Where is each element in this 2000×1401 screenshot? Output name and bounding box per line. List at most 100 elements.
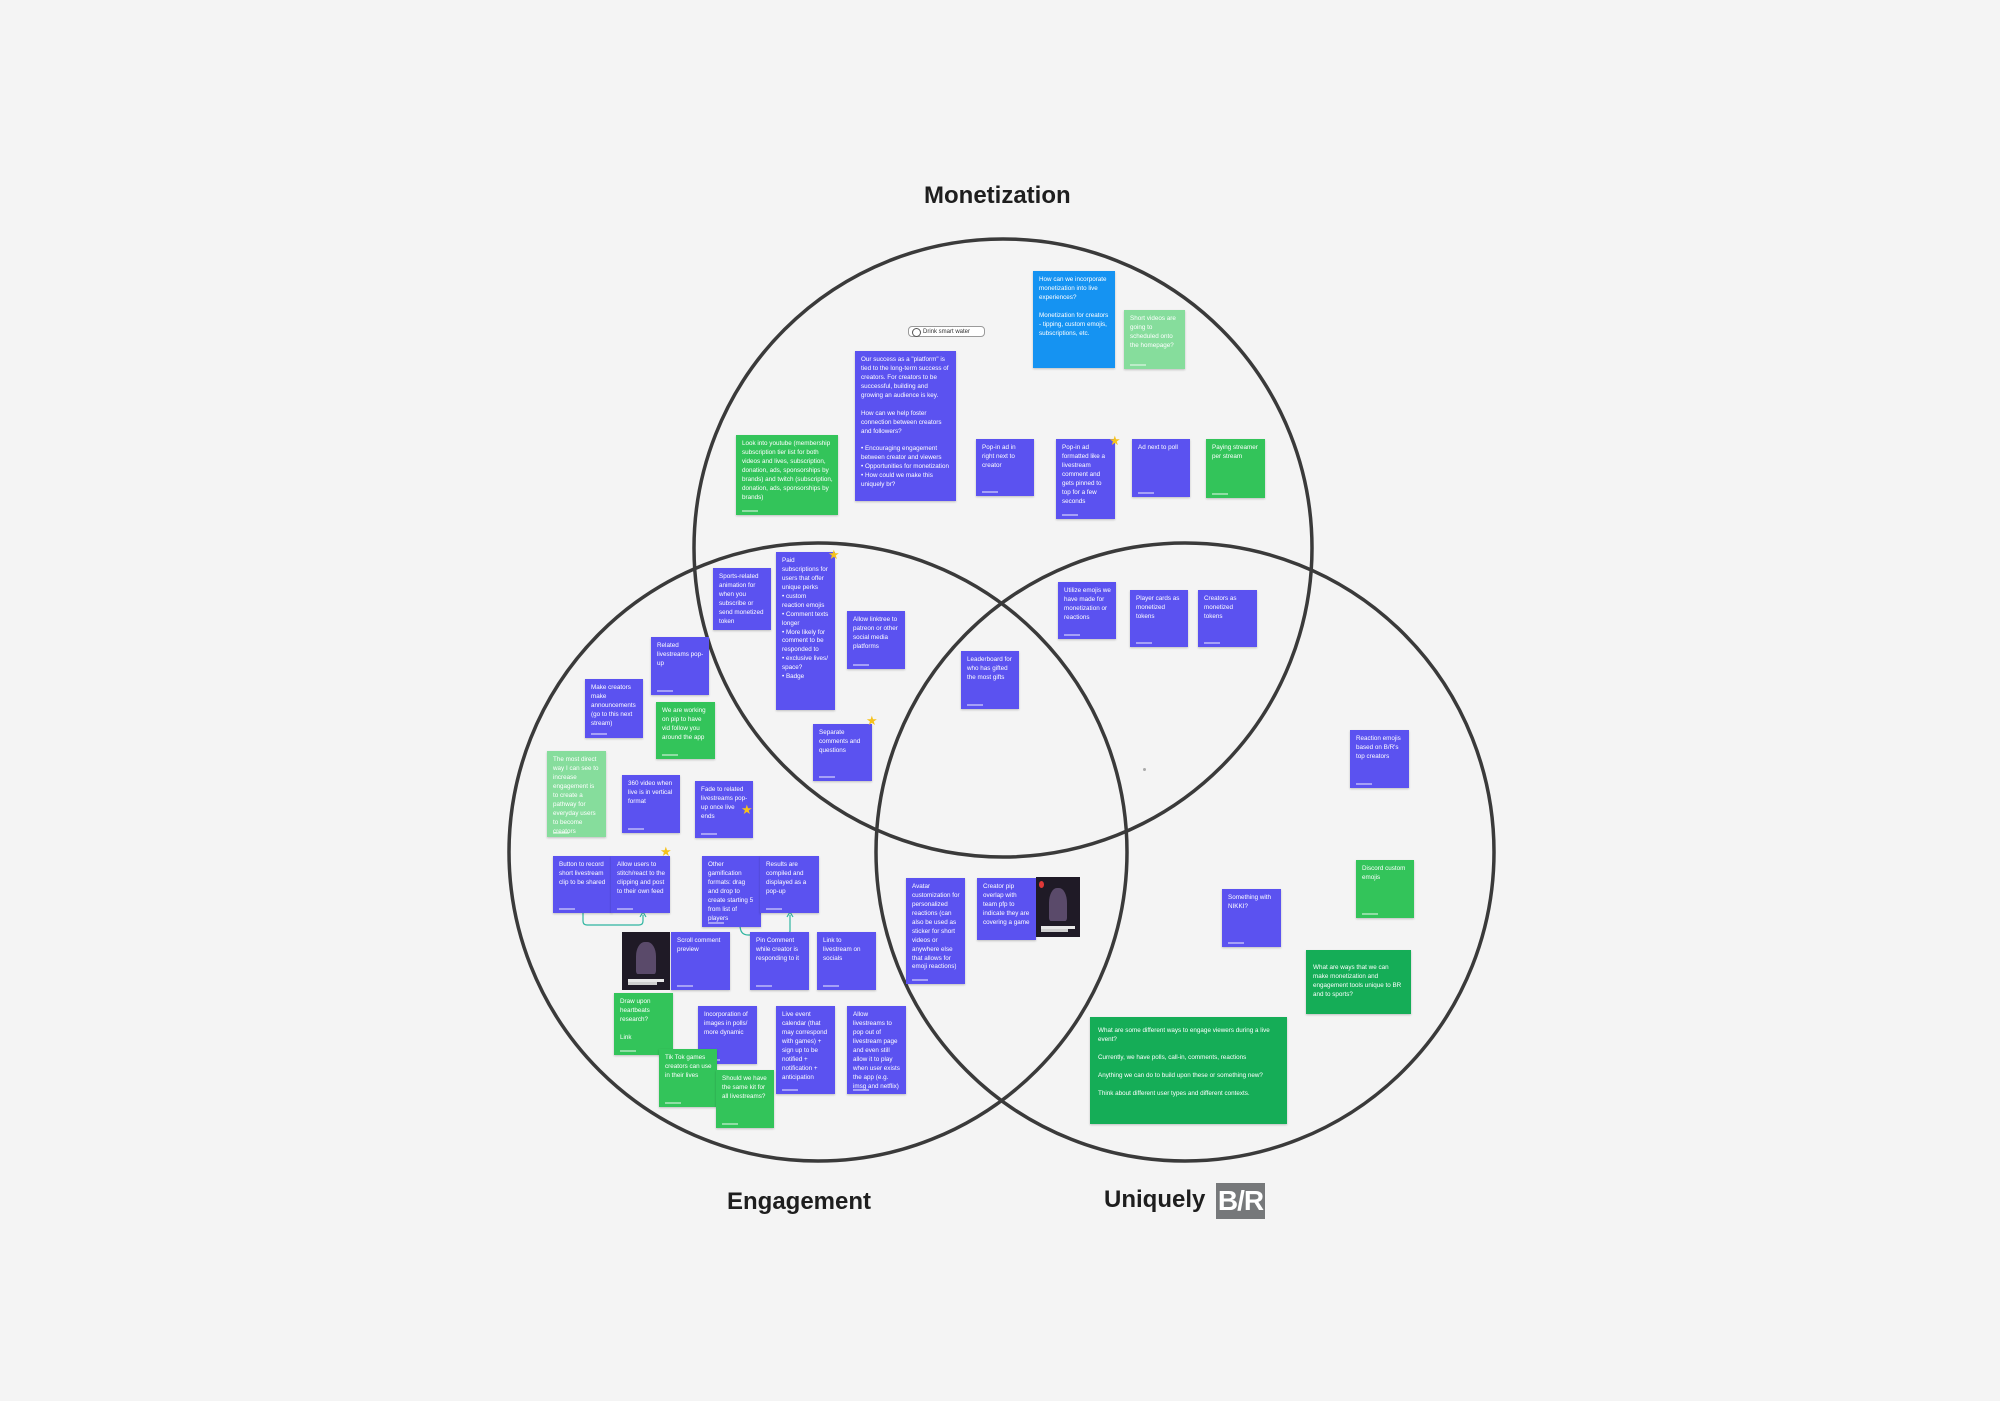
livestream-thumbnail-image[interactable] xyxy=(622,932,670,990)
sticky-note[interactable]: Pop-in ad in right next to creator xyxy=(976,439,1034,496)
sticky-text: Separate comments and questions xyxy=(819,729,861,754)
sticky-text: 360 video when live is in vertical forma… xyxy=(628,780,673,805)
sticky-note[interactable]: Short videos are going to scheduled onto… xyxy=(1124,310,1185,369)
sticky-note[interactable]: Other gamification formats: drag and dro… xyxy=(702,856,761,927)
sticky-note[interactable]: Results are compiled and displayed as a … xyxy=(760,856,819,913)
sticky-note[interactable]: Creators as monetized tokens xyxy=(1198,590,1257,647)
sticky-note[interactable]: Button to record short livestream clip t… xyxy=(553,856,612,913)
sticky-note[interactable]: Utilize emojis we have made for monetiza… xyxy=(1058,582,1116,639)
sticky-note[interactable]: Look into youtube (membership subscripti… xyxy=(736,435,838,515)
sticky-text: Paying streamer per stream xyxy=(1212,444,1258,460)
star-icon: ★ xyxy=(828,547,840,562)
sticky-text: Something with NIKKI? xyxy=(1228,894,1272,910)
sticky-note[interactable]: Allow linktree to patreon or other socia… xyxy=(847,611,905,669)
sticky-text: Short videos are going to scheduled onto… xyxy=(1130,315,1176,349)
uniquely-br-circle xyxy=(874,541,1496,1163)
sticky-note[interactable]: Separate comments and questions xyxy=(813,724,872,781)
sticky-text: Link to livestream on socials xyxy=(823,937,861,962)
sticky-note[interactable]: Paying streamer per stream xyxy=(1206,439,1265,498)
sticky-text: Reaction emojis based on B/R's top creat… xyxy=(1356,735,1401,760)
sticky-text: How can we incorporate monetization into… xyxy=(1039,276,1109,337)
sticky-text: Live event calendar (that may correspond… xyxy=(782,1011,828,1081)
sticky-text: Leaderboard for who has gifted the most … xyxy=(967,656,1012,681)
star-icon: ★ xyxy=(1109,433,1121,448)
sticky-note[interactable]: Should we have the same kit for all live… xyxy=(716,1070,774,1128)
sticky-text: Pin Comment while creator is responding … xyxy=(756,937,800,962)
sticky-text: Utilize emojis we have made for monetiza… xyxy=(1064,587,1111,621)
sticky-text: Discord custom emojis xyxy=(1362,865,1406,881)
sticky-text: Creator pip overlap with team pfp to ind… xyxy=(983,883,1030,926)
todo-text: Drink smart water xyxy=(923,329,971,335)
sticky-note[interactable]: Ad next to poll xyxy=(1132,439,1190,497)
monetization-circle xyxy=(692,237,1314,859)
sticky-note[interactable]: Scroll comment preview xyxy=(671,932,730,990)
sticky-text: Allow linktree to patreon or other socia… xyxy=(853,616,898,650)
sticky-text: Avatar customization for personalized re… xyxy=(912,883,960,971)
sticky-text: What are some different ways to engage v… xyxy=(1098,1027,1270,1097)
sticky-note[interactable]: Avatar customization for personalized re… xyxy=(906,878,965,984)
star-icon: ★ xyxy=(866,713,878,728)
sticky-text: Incorporation of images in polls/ more d… xyxy=(704,1011,748,1036)
sticky-note[interactable]: Sports-related animation for when you su… xyxy=(713,568,771,630)
sticky-note[interactable]: Our success as a "platform" is tied to t… xyxy=(855,351,956,501)
sticky-note[interactable]: What are ways that we can make monetizat… xyxy=(1306,950,1411,1014)
sticky-note[interactable]: Discord custom emojis xyxy=(1356,860,1414,918)
sticky-note[interactable]: Reaction emojis based on B/R's top creat… xyxy=(1350,730,1409,788)
engagement-label: Engagement xyxy=(727,1188,872,1215)
sticky-text: Our success as a "platform" is tied to t… xyxy=(861,356,949,489)
livestream-thumbnail-image[interactable] xyxy=(1036,877,1080,937)
sticky-note[interactable]: Related livestreams pop-up xyxy=(651,637,709,695)
todo-checklist-item[interactable]: Drink smart water xyxy=(908,326,985,337)
sticky-note[interactable]: Leaderboard for who has gifted the most … xyxy=(961,651,1019,709)
sticky-text: The most direct way I can see to increas… xyxy=(553,756,599,835)
sticky-note[interactable]: Live event calendar (that may correspond… xyxy=(776,1006,835,1094)
sticky-text: Look into youtube (membership subscripti… xyxy=(742,440,833,501)
sticky-note[interactable]: Creator pip overlap with team pfp to ind… xyxy=(977,878,1036,940)
sticky-text: Results are compiled and displayed as a … xyxy=(766,861,807,895)
sticky-text: Other gamification formats: drag and dro… xyxy=(708,861,754,922)
sticky-note[interactable]: Incorporation of images in polls/ more d… xyxy=(698,1006,757,1064)
sticky-note[interactable]: Something with NIKKI? xyxy=(1222,889,1281,947)
sticky-note[interactable]: Pin Comment while creator is responding … xyxy=(750,932,809,990)
sticky-note[interactable]: Allow users to stitch/react to the clipp… xyxy=(611,856,670,913)
star-icon: ★ xyxy=(741,802,753,817)
sticky-text: Make creators make announcements (go to … xyxy=(591,684,636,727)
sticky-text: Pop-in ad in right next to creator xyxy=(982,444,1016,469)
sticky-text: Related livestreams pop-up xyxy=(657,642,704,667)
sticky-note[interactable]: Link to livestream on socials xyxy=(817,932,876,990)
sticky-note[interactable]: Paid subscriptions for users that offer … xyxy=(776,552,835,710)
sticky-text: Tik Tok games creators can use in their … xyxy=(665,1054,712,1079)
sticky-text: Fade to related livestreams pop-up once … xyxy=(701,786,748,820)
sticky-note[interactable]: 360 video when live is in vertical forma… xyxy=(622,775,680,833)
sticky-text: What are ways that we can make monetizat… xyxy=(1313,964,1402,998)
sticky-note[interactable]: Player cards as monetized tokens xyxy=(1130,590,1188,647)
bleacher-report-logo: B/R xyxy=(1216,1183,1265,1219)
sticky-note[interactable]: Allow livestreams to pop out of livestre… xyxy=(847,1006,906,1094)
sticky-note[interactable]: Pop-in ad formatted like a livestream co… xyxy=(1056,439,1115,519)
monetization-label: Monetization xyxy=(924,182,1071,209)
sticky-text: Creators as monetized tokens xyxy=(1204,595,1237,620)
connector-arrow xyxy=(582,912,644,926)
cursor-dot xyxy=(1143,768,1146,771)
sticky-note[interactable]: Fade to related livestreams pop-up once … xyxy=(695,781,753,838)
sticky-note[interactable]: The most direct way I can see to increas… xyxy=(547,751,606,837)
checkbox-circle-icon[interactable] xyxy=(912,328,921,337)
sticky-note[interactable]: Make creators make announcements (go to … xyxy=(585,679,643,738)
sticky-note[interactable]: We are working on pip to have vid follow… xyxy=(656,702,715,759)
sticky-note[interactable]: Tik Tok games creators can use in their … xyxy=(659,1049,717,1107)
sticky-text: Scroll comment preview xyxy=(677,937,721,953)
sticky-text: Draw upon heartbeats research? Link xyxy=(620,998,651,1041)
sticky-text: We are working on pip to have vid follow… xyxy=(662,707,706,741)
sticky-text: Allow livestreams to pop out of livestre… xyxy=(853,1011,900,1090)
uniquely-label: Uniquely xyxy=(1104,1186,1206,1213)
sticky-text: Player cards as monetized tokens xyxy=(1136,595,1180,620)
sticky-note[interactable]: What are some different ways to engage v… xyxy=(1090,1017,1287,1124)
sticky-text: Paid subscriptions for users that offer … xyxy=(782,557,829,681)
sticky-text: Ad next to poll xyxy=(1138,444,1178,451)
sticky-note[interactable]: Draw upon heartbeats research? Link xyxy=(614,993,673,1055)
sticky-text: Allow users to stitch/react to the clipp… xyxy=(617,861,665,895)
star-icon: ★ xyxy=(660,844,672,859)
sticky-note[interactable]: How can we incorporate monetization into… xyxy=(1033,271,1115,368)
